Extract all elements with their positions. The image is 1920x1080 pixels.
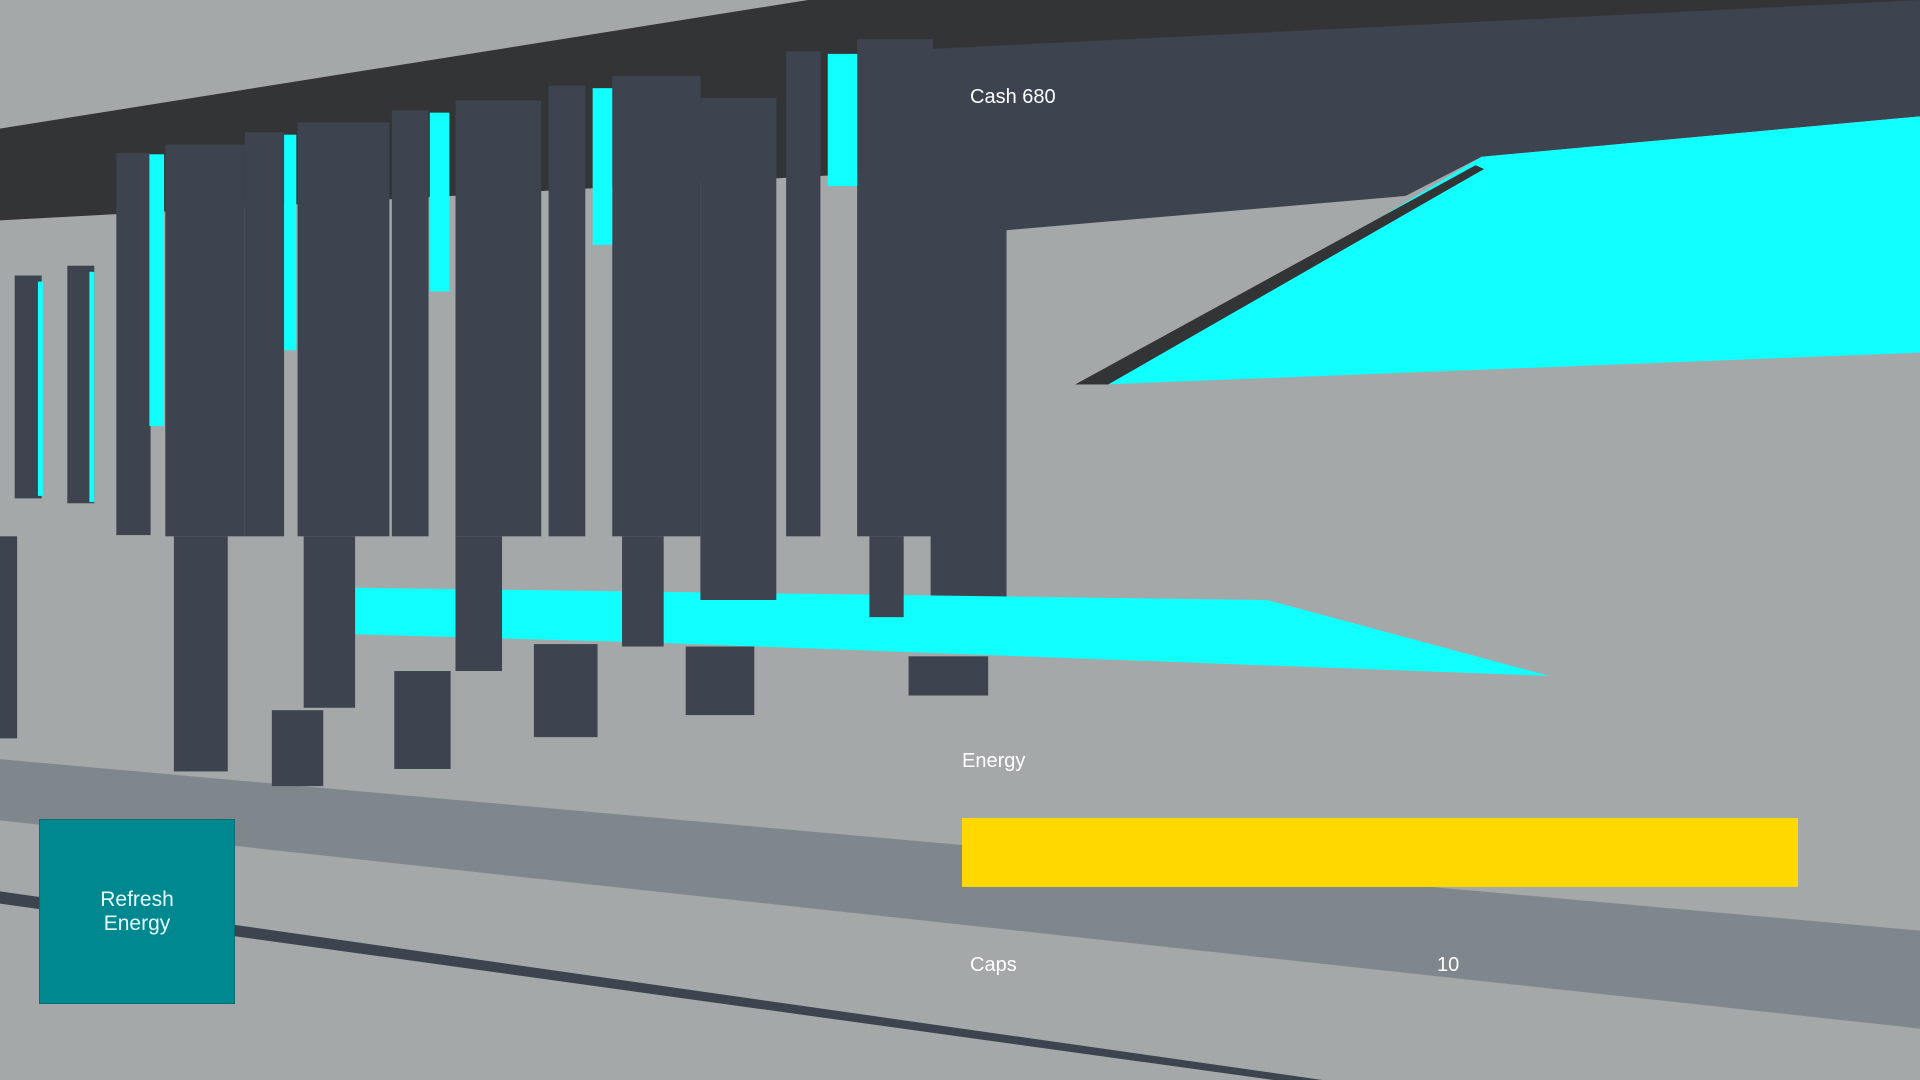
floor-strip bbox=[0, 759, 1920, 1029]
caps-label: Caps bbox=[970, 954, 1017, 976]
cash-display: Cash 680 bbox=[970, 86, 1056, 108]
caps-value: 10 bbox=[1437, 954, 1460, 976]
energy-label: Energy bbox=[962, 750, 1026, 772]
glow-panel-shadow bbox=[1075, 165, 1485, 385]
refresh-button-line1: Refresh bbox=[100, 887, 174, 911]
floor-line bbox=[0, 891, 1323, 1080]
pillars bbox=[0, 39, 989, 787]
refresh-button-line2: Energy bbox=[103, 911, 171, 935]
energy-bar bbox=[962, 818, 1798, 887]
back-wall bbox=[930, 0, 1920, 600]
glow-strips bbox=[37, 53, 858, 503]
glow-panel-right bbox=[1102, 116, 1920, 385]
energy-bar-fill bbox=[962, 818, 1798, 887]
